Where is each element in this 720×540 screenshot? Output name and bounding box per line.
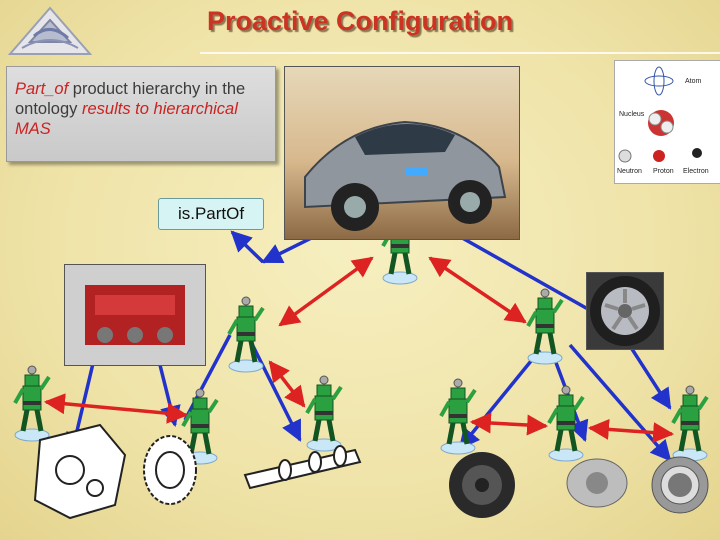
bubble-pointer-link [230,230,265,264]
agent-block [15,366,49,441]
agent-wheel [528,289,562,364]
peer-rim-hub [469,412,549,436]
rim-drawing [449,452,515,518]
red-links [43,256,675,444]
title-divider [200,52,720,54]
wheel-photo [586,272,664,350]
callout-highlight: Part_of [15,80,69,98]
peer-block-gear [43,393,189,424]
slide-title: Proactive Configuration [206,6,514,36]
is-part-of-bubble: is.PartOf [158,198,264,230]
bearing-drawing [651,456,709,514]
peer-root-engine [278,256,374,327]
atom-label-proton: Proton [653,168,674,175]
gear-drawing [143,435,197,505]
agent-engine [229,297,263,372]
peer-root-wheel [428,256,527,324]
peer-hub-bearing [587,418,675,444]
atom-diagram: Atom Nucleus Neutron Proton Electron [614,60,720,184]
link-wheel-rim [458,348,542,450]
car-photo [284,66,520,240]
atom-label-nucleus: Nucleus [619,111,645,118]
link-engine-gear2 [158,364,181,428]
peer-engine-cam [268,360,306,408]
agent-rim [441,379,475,454]
engine-photo [64,264,206,366]
atom-label-neutron: Neutron [617,168,642,175]
link-wheel-bearing [568,343,672,462]
logo [4,2,96,58]
hub-drawing [566,458,628,508]
camshaft-drawing [243,445,362,490]
agent-camshaft [307,376,341,451]
callout-text-1: product hierarchy in the ontology [15,80,246,118]
callout-text-2: results to hierarchical MAS [15,100,238,138]
atom-label-atom: Atom [685,78,702,85]
agent-bearing [673,386,707,461]
atom-label-electron: Electron [683,168,709,175]
engine-block-drawing [33,423,127,520]
callout-box: Part_of product hierarchy in the ontolog… [6,66,276,162]
